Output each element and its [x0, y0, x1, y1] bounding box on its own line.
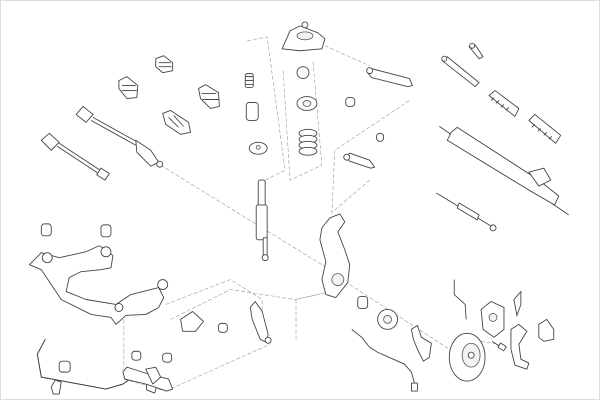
steering-boot-1 [488, 90, 520, 117]
brake-hose [453, 279, 467, 320]
cv-boot-1 [155, 55, 174, 74]
dust-cover [245, 102, 259, 121]
steering-boot-2 [528, 113, 562, 144]
lower-arm-bracket [249, 301, 272, 344]
cv-boot-3 [198, 84, 220, 109]
cv-boot-2 [118, 76, 139, 99]
lower-control-arm [122, 366, 174, 392]
tie-rod-end [468, 42, 484, 60]
lower-arm-bushing-1 [131, 350, 142, 361]
caliper-spring [513, 290, 522, 318]
abs-sensor-cable [351, 329, 418, 392]
leader-upper-arm [324, 45, 370, 66]
leader-link [334, 179, 370, 211]
leader-arm [165, 344, 271, 392]
tie-rod-outer [441, 55, 480, 88]
coil-spring [298, 128, 318, 156]
subframe-mount [180, 310, 204, 332]
leader-knuckle [295, 289, 340, 340]
steering-rack [439, 126, 569, 216]
subframe-bushing-right [100, 224, 112, 238]
steering-knuckle [319, 213, 351, 298]
stabilizer-bushing [58, 360, 71, 373]
brake-disc [448, 332, 486, 382]
stabilizer-link-front [145, 366, 162, 385]
spring-seat-upper [296, 96, 318, 111]
tie-rod-inner [436, 192, 497, 232]
wheel-hub [377, 309, 398, 330]
leader-subframe [123, 319, 166, 392]
front-subframe [28, 245, 169, 325]
bump-stop [244, 73, 254, 89]
link-bushing [376, 132, 385, 142]
arm-bushing [217, 322, 228, 333]
stabilizer-bar [36, 339, 134, 390]
leader-strut [247, 36, 286, 181]
leader-upper-arm-2 [331, 100, 410, 215]
leader-lower-arm [165, 279, 263, 340]
drive-shaft-right [75, 106, 164, 168]
hub-bushing [357, 296, 369, 309]
shock-absorber [255, 179, 269, 262]
wheel-bolt [491, 340, 507, 352]
leader-spring [282, 60, 323, 181]
lower-arm-bushing-2 [162, 352, 173, 363]
drive-shaft-left [40, 132, 110, 181]
leader-lines [123, 36, 500, 392]
leader-driveshaft [160, 164, 331, 270]
cv-boot-4 [162, 110, 191, 135]
leader-lower-arm-2 [170, 269, 341, 320]
subframe-bushing-left [40, 223, 52, 237]
splash-shield [410, 324, 432, 362]
caliper-bracket [510, 323, 530, 370]
leader-hub [349, 284, 450, 350]
spring-seat-lower [248, 141, 268, 155]
strut-bearing [296, 66, 310, 80]
brake-caliper [480, 301, 505, 338]
strut-top-mount [281, 21, 326, 52]
leader-bolt [469, 339, 500, 345]
upper-control-arm [366, 67, 413, 88]
upper-link-arm [343, 152, 376, 169]
stabilizer-clamp [50, 379, 62, 395]
brake-pads [538, 318, 555, 342]
upper-arm-bushing [345, 97, 356, 107]
